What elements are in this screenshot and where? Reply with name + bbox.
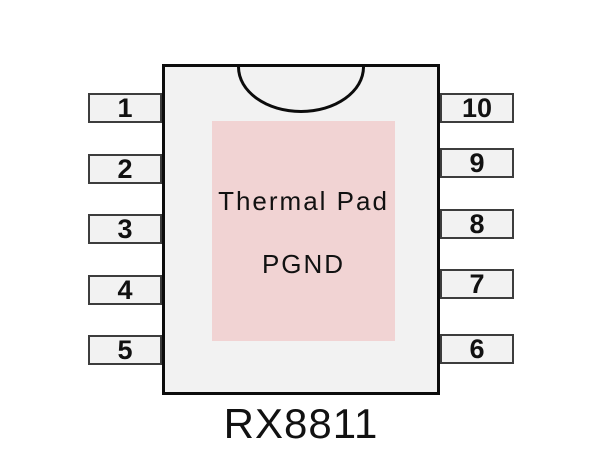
pin-4-number: 4 [117, 275, 133, 305]
pin-5: 5 [88, 335, 162, 365]
pin-4: 4 [88, 275, 162, 305]
pin-10-number: 10 [461, 93, 493, 123]
pin-9-number: 9 [469, 148, 485, 178]
pin-2: 2 [88, 154, 162, 184]
pin-8: 8 [440, 209, 514, 239]
index-notch-icon [237, 67, 365, 113]
pin-9: 9 [440, 148, 514, 178]
pin-2-number: 2 [117, 154, 133, 184]
pin-5-number: 5 [117, 335, 133, 365]
pin-3-number: 3 [117, 214, 133, 244]
pin-8-number: 8 [469, 209, 485, 239]
pin-7: 7 [440, 269, 514, 299]
pin-1: 1 [88, 93, 162, 123]
thermal-pad-net-label: PGND [261, 249, 346, 279]
part-name: RX8811 [223, 400, 379, 447]
pin-1-number: 1 [117, 93, 133, 123]
thermal-pad: Thermal Pad PGND [212, 121, 395, 341]
thermal-pad-label: Thermal Pad [218, 186, 389, 216]
pin-6: 6 [440, 334, 514, 364]
pin-7-number: 7 [469, 269, 485, 299]
pin-10: 10 [440, 93, 514, 123]
pin-3: 3 [88, 214, 162, 244]
pin-6-number: 6 [469, 334, 485, 364]
